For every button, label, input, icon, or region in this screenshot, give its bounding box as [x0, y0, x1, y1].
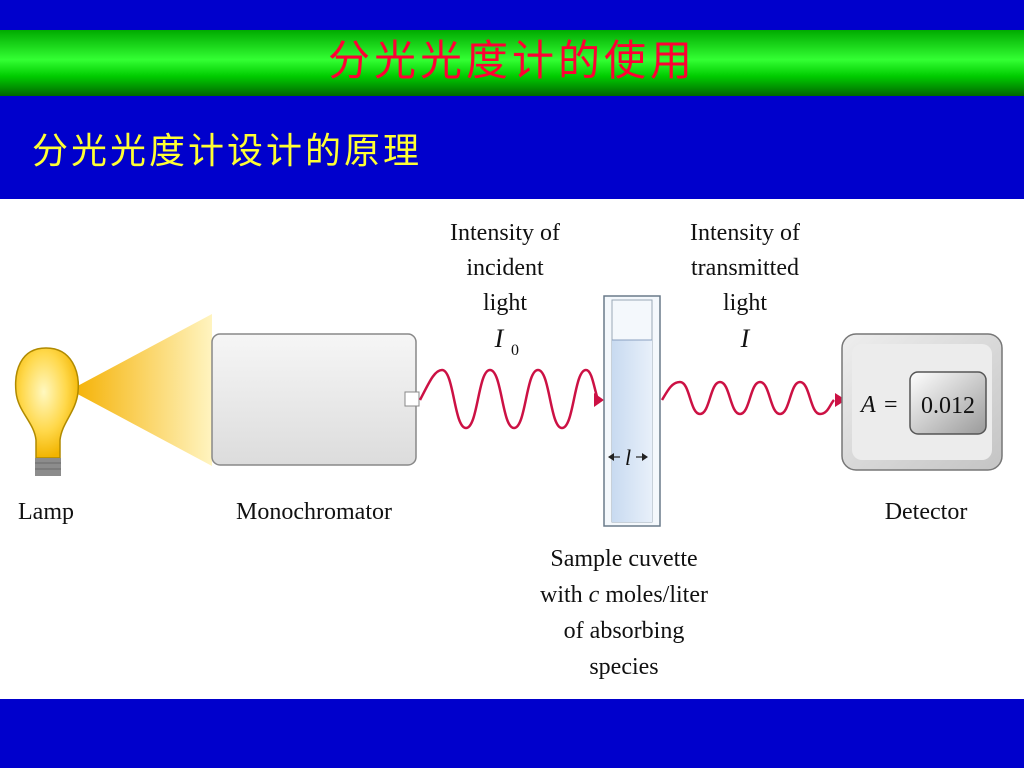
cuvette-caption-line3: of absorbing	[564, 618, 685, 644]
title-bar	[0, 30, 1024, 96]
detector-label: Detector	[885, 499, 968, 525]
lamp-icon	[14, 347, 80, 476]
path-length-arrowhead-left	[608, 453, 614, 461]
readout-value: 0.012	[921, 393, 975, 419]
readout-symbol: A	[859, 392, 876, 418]
slide-title: 分光光度计的使用	[327, 36, 696, 85]
lamp-label: Lamp	[18, 499, 74, 525]
transmitted-arrowhead	[835, 393, 846, 407]
readout-equals: =	[884, 392, 898, 418]
path-length-arrowhead-right	[642, 453, 648, 461]
top-strip	[0, 0, 1024, 30]
path-length-symbol: l	[625, 445, 631, 470]
sample-cuvette	[603, 295, 661, 527]
incident-arrowhead	[594, 393, 604, 407]
detector-screen	[909, 371, 987, 435]
cuvette-caption-line2: with c moles/liter	[540, 582, 708, 608]
bottom-band	[0, 699, 1024, 768]
monochromator-box	[211, 333, 417, 466]
incident-label-line1: Intensity of	[450, 220, 560, 246]
monochromator-label: Monochromator	[236, 499, 392, 525]
incident-light-wave	[418, 368, 600, 430]
cuvette-caption-concentration: c	[589, 582, 600, 608]
incident-symbol: I	[494, 324, 505, 353]
transmitted-label-line3: light	[723, 290, 767, 316]
transmitted-symbol: I	[740, 324, 751, 353]
transmitted-label-line2: transmitted	[691, 255, 799, 281]
incident-label-line3: light	[483, 290, 527, 316]
transmitted-label-line1: Intensity of	[690, 220, 800, 246]
cuvette-caption-line2-pre: with	[540, 582, 589, 608]
transmitted-light-wave	[660, 380, 835, 416]
cuvette-caption-line4: species	[589, 654, 658, 680]
light-beam	[70, 314, 212, 466]
incident-subscript: 0	[511, 342, 519, 359]
monochromator-slit	[404, 391, 420, 407]
cuvette-caption-line2-post: moles/liter	[599, 582, 708, 608]
subtitle-band	[0, 96, 1024, 199]
cuvette-caption-line1: Sample cuvette	[550, 546, 697, 572]
incident-label-line2: incident	[466, 255, 544, 281]
slide-subtitle: 分光光度计设计的原理	[32, 131, 423, 172]
